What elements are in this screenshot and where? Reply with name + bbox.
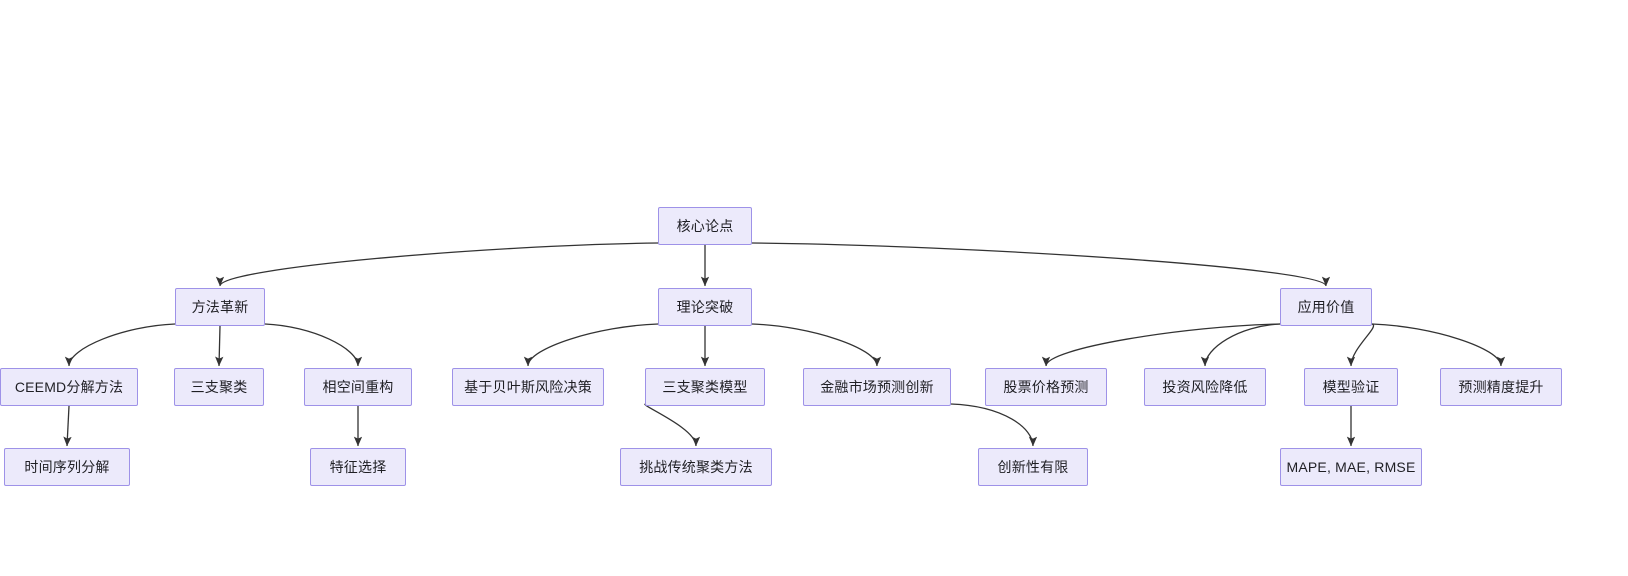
flowchart-node[interactable]: 挑战传统聚类方法	[620, 448, 772, 486]
flowchart-edge	[1200, 323, 1281, 367]
flowchart-edge	[264, 323, 363, 367]
flowchart-node[interactable]: 理论突破	[658, 288, 752, 326]
flowchart-node-label: 方法革新	[191, 299, 249, 315]
flowchart-edge	[1371, 323, 1506, 367]
flowchart-node[interactable]: 相空间重构	[304, 368, 412, 406]
flowchart-node-label: 金融市场预测创新	[820, 379, 934, 395]
flowchart-node-label: MAPE, MAE, RMSE	[1286, 459, 1416, 475]
flowchart-edge	[64, 323, 176, 367]
flowchart-node[interactable]: 模型验证	[1304, 368, 1398, 406]
flowchart-node-label: 时间序列分解	[24, 459, 110, 475]
flowchart-node[interactable]: 预测精度提升	[1440, 368, 1562, 406]
flowchart-node-label: 应用价值	[1297, 299, 1355, 315]
flowchart-edge	[751, 323, 882, 367]
flowchart-node[interactable]: 投资风险降低	[1144, 368, 1266, 406]
flowchart-node[interactable]: 三支聚类	[174, 368, 264, 406]
flowchart-node[interactable]: 股票价格预测	[985, 368, 1107, 406]
flowchart-node-label: 理论突破	[676, 299, 734, 315]
flowchart-edge	[1041, 323, 1281, 367]
flowchart-node-label: CEEMD分解方法	[14, 379, 124, 395]
flowchart-node-label: 三支聚类	[190, 379, 248, 395]
flowchart-node-label: 特征选择	[329, 459, 387, 475]
flowchart-edge	[751, 242, 1330, 287]
flowchart-node-label: 核心论点	[676, 218, 734, 234]
flowchart-edge	[644, 403, 701, 447]
flowchart-edge	[523, 323, 659, 367]
flowchart-node[interactable]: 特征选择	[310, 448, 406, 486]
flowchart-node[interactable]: 时间序列分解	[4, 448, 130, 486]
flowchart-node-label: 挑战传统聚类方法	[639, 459, 753, 475]
flowchart-node-label: 投资风险降低	[1162, 379, 1248, 395]
flowchart-node[interactable]: 方法革新	[175, 288, 265, 326]
flowchart-edge	[1346, 323, 1375, 367]
flowchart-node-label: 模型验证	[1322, 379, 1380, 395]
flowchart-edge	[63, 405, 72, 447]
flowchart-node-label: 三支聚类模型	[662, 379, 748, 395]
flowchart-edge	[215, 242, 659, 287]
flowchart-node-label: 预测精度提升	[1458, 379, 1544, 395]
flowchart-node-label: 相空间重构	[322, 379, 394, 395]
flowchart-node[interactable]: 创新性有限	[978, 448, 1088, 486]
flowchart-node[interactable]: 金融市场预测创新	[803, 368, 951, 406]
flowchart-node-label: 创新性有限	[997, 459, 1069, 475]
flowchart-node[interactable]: 应用价值	[1280, 288, 1372, 326]
flowchart-node[interactable]: 三支聚类模型	[645, 368, 765, 406]
flowchart-edge	[215, 325, 224, 367]
flowchart-node-label: 基于贝叶斯风险决策	[464, 379, 592, 395]
flowchart-node[interactable]: 基于贝叶斯风险决策	[452, 368, 604, 406]
flowchart-node[interactable]: 核心论点	[658, 207, 752, 245]
flowchart-node[interactable]: CEEMD分解方法	[0, 368, 138, 406]
flowchart-node-label: 股票价格预测	[1003, 379, 1089, 395]
flowchart-edge	[950, 403, 1038, 447]
flowchart-node[interactable]: MAPE, MAE, RMSE	[1280, 448, 1422, 486]
